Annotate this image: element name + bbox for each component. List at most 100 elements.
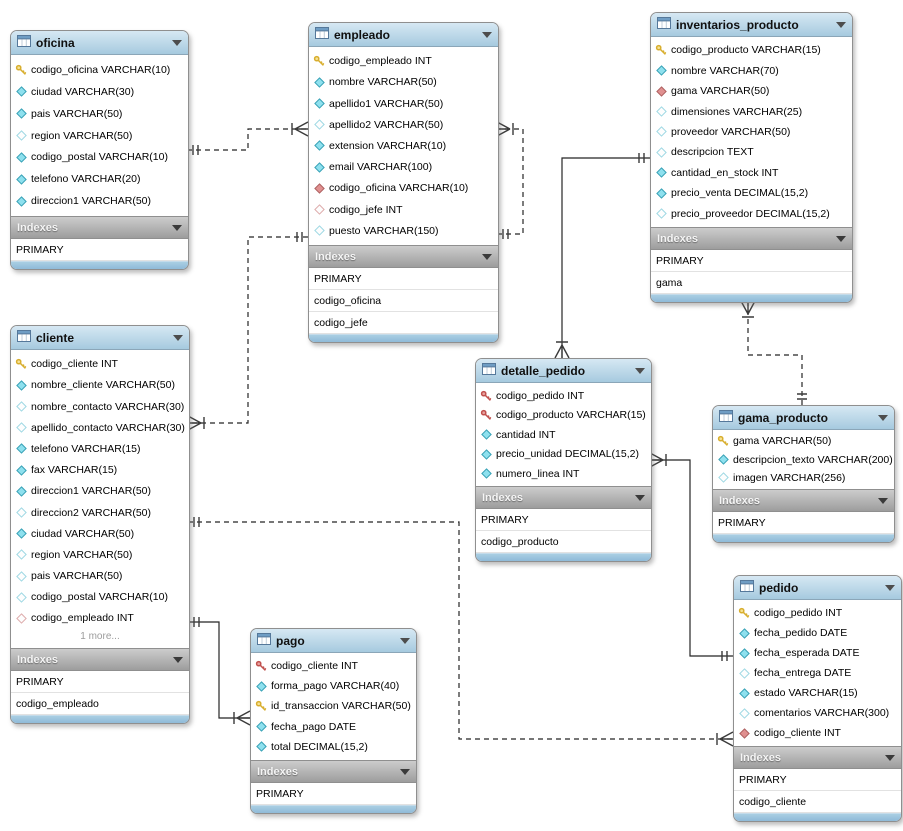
- collapse-arrow-icon[interactable]: [172, 39, 182, 46]
- index-row[interactable]: PRIMARY: [734, 769, 901, 791]
- index-row[interactable]: PRIMARY: [11, 671, 189, 693]
- collapse-arrow-icon[interactable]: [482, 253, 492, 260]
- column-row[interactable]: imagen VARCHAR(256): [713, 469, 894, 487]
- column-row[interactable]: ciudad VARCHAR(30): [11, 83, 188, 101]
- index-row[interactable]: PRIMARY: [651, 250, 852, 272]
- indexes-header[interactable]: Indexes: [734, 746, 901, 769]
- column-row[interactable]: direccion1 VARCHAR(50): [11, 192, 188, 210]
- column-row[interactable]: codigo_cliente INT: [11, 355, 189, 373]
- column-row[interactable]: pais VARCHAR(50): [11, 105, 188, 123]
- indexes-header[interactable]: Indexes: [11, 648, 189, 671]
- index-row[interactable]: PRIMARY: [476, 509, 651, 531]
- column-row[interactable]: gama VARCHAR(50): [651, 82, 852, 100]
- column-row[interactable]: fax VARCHAR(15): [11, 461, 189, 479]
- column-row[interactable]: fecha_pedido DATE: [734, 624, 901, 642]
- index-row[interactable]: PRIMARY: [309, 268, 498, 290]
- collapse-arrow-icon[interactable]: [885, 584, 895, 591]
- collapse-arrow-icon[interactable]: [635, 494, 645, 501]
- relationship-line-oficina-empleado[interactable]: [187, 128, 308, 151]
- column-row[interactable]: region VARCHAR(50): [11, 546, 189, 564]
- column-row[interactable]: extension VARCHAR(10): [309, 137, 498, 155]
- column-row[interactable]: codigo_producto VARCHAR(15): [651, 41, 852, 59]
- column-row[interactable]: proveedor VARCHAR(50): [651, 123, 852, 141]
- column-row[interactable]: ciudad VARCHAR(50): [11, 525, 189, 543]
- collapse-arrow-icon[interactable]: [173, 334, 183, 341]
- column-row[interactable]: codigo_pedido INT: [734, 604, 901, 622]
- table-empleado[interactable]: empleado codigo_empleado INT nombre VARCHA…: [308, 22, 499, 343]
- indexes-header[interactable]: Indexes: [651, 227, 852, 250]
- column-row[interactable]: telefono VARCHAR(20): [11, 170, 188, 188]
- indexes-header[interactable]: Indexes: [713, 489, 894, 512]
- relationship-line-inventarios-detalle[interactable]: [561, 157, 650, 358]
- column-row[interactable]: nombre_cliente VARCHAR(50): [11, 376, 189, 394]
- column-row[interactable]: telefono VARCHAR(15): [11, 440, 189, 458]
- column-row[interactable]: dimensiones VARCHAR(25): [651, 103, 852, 121]
- relationship-line-cliente-pedido[interactable]: [188, 521, 733, 740]
- column-row[interactable]: apellido2 VARCHAR(50): [309, 116, 498, 134]
- collapse-arrow-icon[interactable]: [878, 497, 888, 504]
- column-row[interactable]: codigo_cliente INT: [734, 724, 901, 742]
- column-row[interactable]: gama VARCHAR(50): [713, 432, 894, 450]
- index-row[interactable]: codigo_producto: [476, 531, 651, 553]
- column-row[interactable]: fecha_pago DATE: [251, 718, 416, 736]
- table-cliente[interactable]: cliente codigo_cliente INT nombre_cliente …: [10, 325, 190, 724]
- column-row[interactable]: nombre_contacto VARCHAR(30): [11, 398, 189, 416]
- column-row[interactable]: fecha_entrega DATE: [734, 664, 901, 682]
- column-row[interactable]: descripcion_texto VARCHAR(200): [713, 451, 894, 469]
- column-row[interactable]: cantidad_en_stock INT: [651, 164, 852, 182]
- column-row[interactable]: precio_proveedor DECIMAL(15,2): [651, 205, 852, 223]
- column-row[interactable]: codigo_postal VARCHAR(10): [11, 148, 188, 166]
- index-row[interactable]: codigo_jefe: [309, 312, 498, 334]
- index-row[interactable]: PRIMARY: [11, 239, 188, 261]
- column-row[interactable]: apellido_contacto VARCHAR(30): [11, 419, 189, 437]
- column-row[interactable]: direccion2 VARCHAR(50): [11, 504, 189, 522]
- table-header[interactable]: empleado: [309, 23, 498, 47]
- table-header[interactable]: detalle_pedido: [476, 359, 651, 383]
- column-row[interactable]: comentarios VARCHAR(300): [734, 704, 901, 722]
- column-row[interactable]: codigo_empleado INT: [309, 52, 498, 70]
- relationship-line-cliente-pago[interactable]: [188, 621, 250, 719]
- column-row[interactable]: total DECIMAL(15,2): [251, 738, 416, 756]
- index-row[interactable]: codigo_empleado: [11, 693, 189, 715]
- column-row[interactable]: codigo_pedido INT: [476, 387, 651, 405]
- column-row[interactable]: codigo_oficina VARCHAR(10): [309, 179, 498, 197]
- column-row[interactable]: email VARCHAR(100): [309, 158, 498, 176]
- column-row[interactable]: puesto VARCHAR(150): [309, 222, 498, 240]
- column-row[interactable]: descripcion TEXT: [651, 143, 852, 161]
- indexes-header[interactable]: Indexes: [251, 760, 416, 783]
- column-row[interactable]: direccion1 VARCHAR(50): [11, 482, 189, 500]
- table-header[interactable]: pago: [251, 629, 416, 653]
- relationship-line-pedido-detalle[interactable]: [650, 459, 733, 657]
- column-row[interactable]: codigo_postal VARCHAR(10): [11, 588, 189, 606]
- column-row[interactable]: cantidad INT: [476, 426, 651, 444]
- column-row[interactable]: region VARCHAR(50): [11, 127, 188, 145]
- indexes-header[interactable]: Indexes: [476, 486, 651, 509]
- column-row[interactable]: nombre VARCHAR(50): [309, 73, 498, 91]
- table-inventarios_producto[interactable]: inventarios_producto codigo_producto VARC…: [650, 12, 853, 303]
- index-row[interactable]: PRIMARY: [713, 512, 894, 534]
- column-row[interactable]: numero_linea INT: [476, 465, 651, 483]
- collapse-arrow-icon[interactable]: [173, 656, 183, 663]
- column-row[interactable]: estado VARCHAR(15): [734, 684, 901, 702]
- column-row[interactable]: nombre VARCHAR(70): [651, 62, 852, 80]
- column-row[interactable]: id_transaccion VARCHAR(50): [251, 697, 416, 715]
- column-row[interactable]: codigo_oficina VARCHAR(10): [11, 61, 188, 79]
- more-columns-indicator[interactable]: 1 more...: [80, 630, 120, 642]
- table-header[interactable]: inventarios_producto: [651, 13, 852, 37]
- column-row[interactable]: fecha_esperada DATE: [734, 644, 901, 662]
- column-row[interactable]: precio_venta DECIMAL(15,2): [651, 184, 852, 202]
- collapse-arrow-icon[interactable]: [400, 768, 410, 775]
- column-row[interactable]: codigo_cliente INT: [251, 657, 416, 675]
- indexes-header[interactable]: Indexes: [11, 216, 188, 239]
- collapse-arrow-icon[interactable]: [878, 414, 888, 421]
- collapse-arrow-icon[interactable]: [482, 31, 492, 38]
- column-row[interactable]: codigo_jefe INT: [309, 201, 498, 219]
- collapse-arrow-icon[interactable]: [400, 637, 410, 644]
- table-header[interactable]: cliente: [11, 326, 189, 350]
- relationship-line-empleado-codigo-jefe[interactable]: [497, 128, 524, 235]
- table-detalle_pedido[interactable]: detalle_pedido codigo_pedido INT codigo_pr…: [475, 358, 652, 562]
- column-row[interactable]: pais VARCHAR(50): [11, 567, 189, 585]
